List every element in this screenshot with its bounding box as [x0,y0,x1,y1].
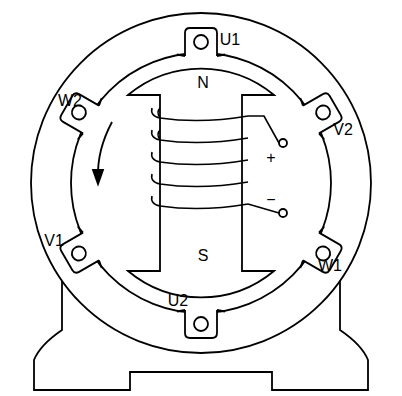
terminal-label: U2 [168,293,188,309]
terminal-label: W1 [318,258,342,274]
pole-label: N [197,75,209,91]
polarity-label: − [266,192,275,208]
pole-label: S [198,248,209,264]
terminal-label: V2 [333,122,353,138]
terminal-label: U1 [220,32,240,48]
terminal-label: V1 [44,233,64,249]
terminal-label: W2 [58,93,82,109]
polarity-label: + [266,150,275,166]
